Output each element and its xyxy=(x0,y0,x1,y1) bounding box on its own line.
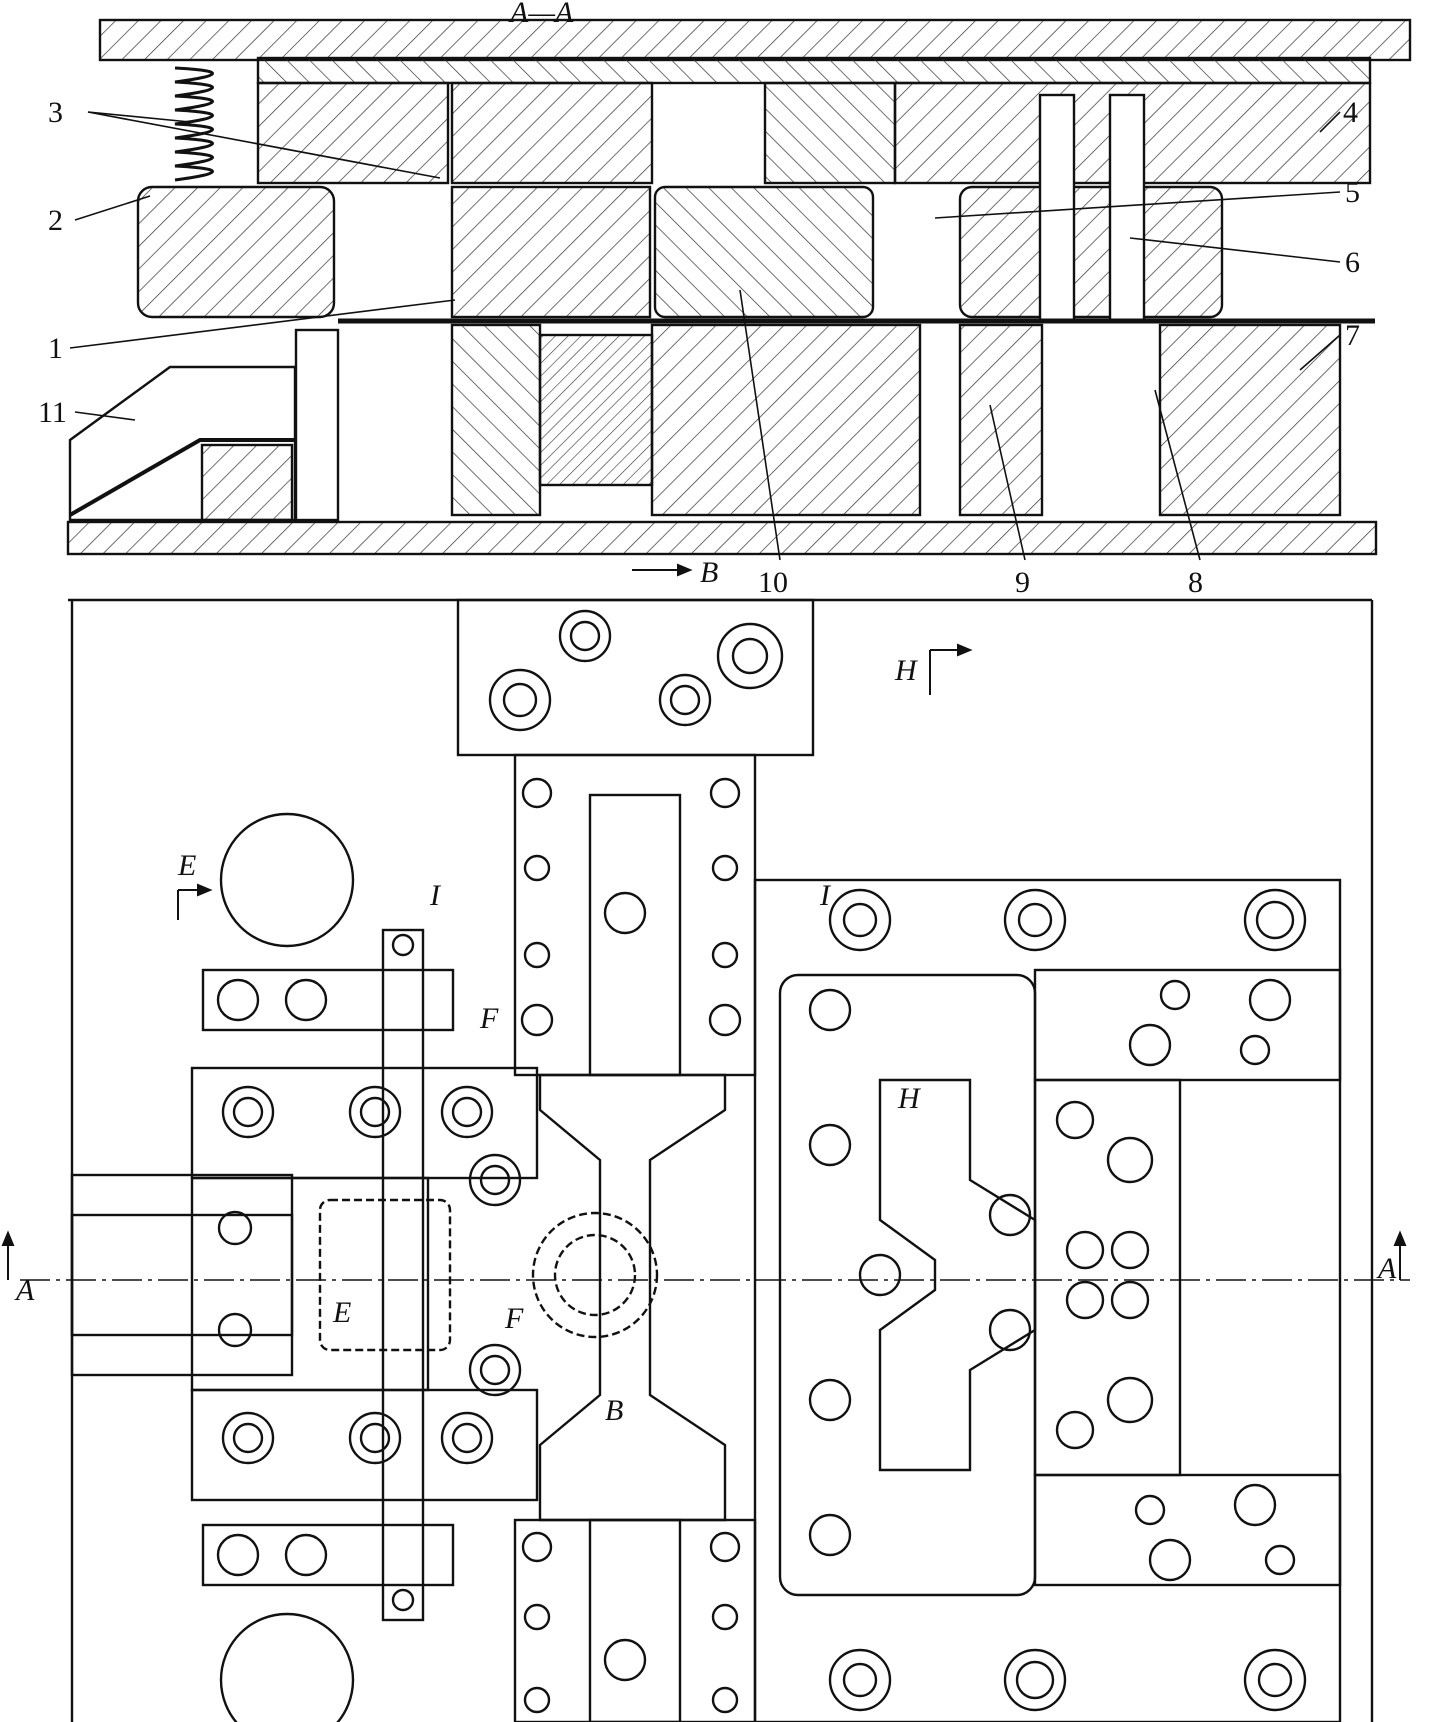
marker-a-right: A xyxy=(1376,1252,1397,1285)
clamp-bar-bottom xyxy=(201,1523,455,1587)
stripper-plate-2 xyxy=(136,185,336,319)
right-die-plate xyxy=(753,878,1342,1722)
lower-block-left xyxy=(200,443,294,522)
left-block-upper xyxy=(190,1066,539,1180)
left-screws xyxy=(217,1085,522,1465)
section-title: A—A xyxy=(508,0,574,29)
die-block-center xyxy=(650,323,922,517)
feed-rail-inner xyxy=(70,1213,294,1337)
marker-e-top: E xyxy=(177,849,196,882)
label-part-1: 1 xyxy=(48,332,63,365)
label-part-7: 7 xyxy=(1345,319,1360,352)
label-part-6: 6 xyxy=(1345,246,1360,279)
feed-channel-inner-top xyxy=(588,793,682,1077)
right-center-block xyxy=(1033,1078,1182,1477)
label-part-10: 10 xyxy=(758,566,788,599)
feed-rail-left xyxy=(70,1173,294,1377)
section-arrows xyxy=(1,563,1407,1280)
spring-3 xyxy=(174,66,214,182)
right-clamp-block-top xyxy=(1033,968,1342,1082)
lower-die-plate xyxy=(66,520,1378,556)
leader-lines xyxy=(69,111,1341,561)
center-die-bowtie xyxy=(538,1073,727,1522)
upper-block-center-left xyxy=(450,81,654,185)
right-plate-screws xyxy=(808,888,1307,1712)
pierce-punch-6a xyxy=(1038,93,1076,322)
feed-channel-inner-bottom xyxy=(588,1518,682,1722)
label-part-9: 9 xyxy=(1015,566,1030,599)
labels: A—A 3 2 1 11 4 5 6 7 10 9 8 B H E I I F … xyxy=(14,0,1397,1427)
marker-b-mid: B xyxy=(605,1394,623,1427)
center-punch-outer xyxy=(531,1211,659,1339)
label-part-4: 4 xyxy=(1343,96,1358,129)
top-screws xyxy=(488,609,784,732)
backing-plate xyxy=(256,56,1372,85)
stripper-plate-center xyxy=(653,185,875,319)
label-part-11: 11 xyxy=(38,396,67,429)
pusher-slide xyxy=(318,1198,452,1352)
marker-f-top: F xyxy=(479,1002,499,1035)
left-block-lower xyxy=(190,1388,539,1502)
vertical-slide-left xyxy=(381,928,425,1622)
clamp-bar-top xyxy=(201,968,455,1032)
top-clamp-block xyxy=(456,598,815,757)
upper-die-plate xyxy=(98,18,1412,62)
left-guide-circle-bottom xyxy=(219,1612,355,1722)
die-insert-center xyxy=(538,333,654,487)
right-inner-plate xyxy=(778,973,1037,1597)
marker-i-right: I xyxy=(819,879,832,912)
stripper-plate-5 xyxy=(958,185,1224,319)
marker-h-top: H xyxy=(894,654,919,687)
plan-view xyxy=(20,598,1410,1722)
center-punch-inner xyxy=(553,1233,637,1317)
label-part-2: 2 xyxy=(48,204,63,237)
marker-h-mid: H xyxy=(897,1082,922,1115)
guide-post xyxy=(294,328,340,522)
right-clamp-block-bottom xyxy=(1033,1473,1342,1587)
marker-i-left: I xyxy=(429,879,442,912)
label-part-3: 3 xyxy=(48,96,63,129)
marker-e-mid: E xyxy=(332,1296,351,1329)
label-part-5: 5 xyxy=(1345,176,1360,209)
marker-a-left: A xyxy=(14,1274,35,1307)
pierce-punch-6b xyxy=(1108,93,1146,322)
chute-slide xyxy=(69,438,295,517)
left-block-center xyxy=(190,1176,430,1392)
label-part-8: 8 xyxy=(1188,566,1203,599)
die-block-7 xyxy=(1158,323,1342,517)
marker-b-top: B xyxy=(700,556,718,589)
die-block-9 xyxy=(958,323,1044,517)
marker-f-mid: F xyxy=(504,1302,524,1335)
upper-block-left xyxy=(256,81,450,185)
die-insert-left xyxy=(450,323,542,517)
cam-slider xyxy=(878,1078,1037,1472)
stripper-plate-center-left xyxy=(450,185,652,319)
section-view-a-a xyxy=(66,18,1412,556)
upper-block-center xyxy=(763,81,897,185)
channel-screws xyxy=(520,777,742,1714)
left-guide-circle-top xyxy=(219,812,355,948)
